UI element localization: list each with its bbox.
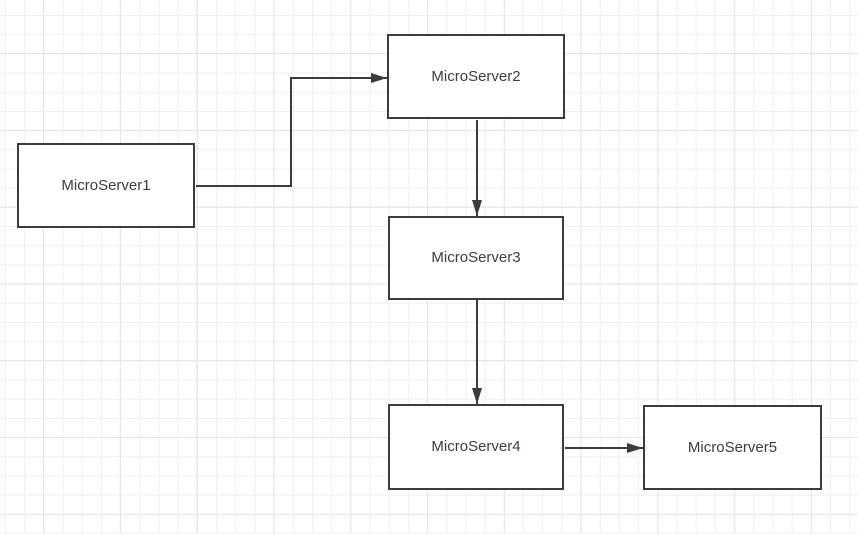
node-ms4[interactable]: MicroServer4: [388, 404, 564, 490]
node-ms5[interactable]: MicroServer5: [643, 405, 822, 490]
node-label: MicroServer2: [431, 67, 521, 85]
node-label: MicroServer4: [431, 438, 521, 455]
node-label: MicroServer1: [61, 176, 151, 194]
node-label: MicroServer3: [431, 249, 521, 266]
node-label: MicroServer5: [687, 438, 778, 456]
node-ms3[interactable]: MicroServer3: [388, 216, 564, 300]
edge-ms1-to-ms2[interactable]: [196, 73, 387, 187]
node-ms2[interactable]: MicroServer2: [387, 34, 565, 119]
node-ms1[interactable]: MicroServer1: [17, 143, 195, 228]
